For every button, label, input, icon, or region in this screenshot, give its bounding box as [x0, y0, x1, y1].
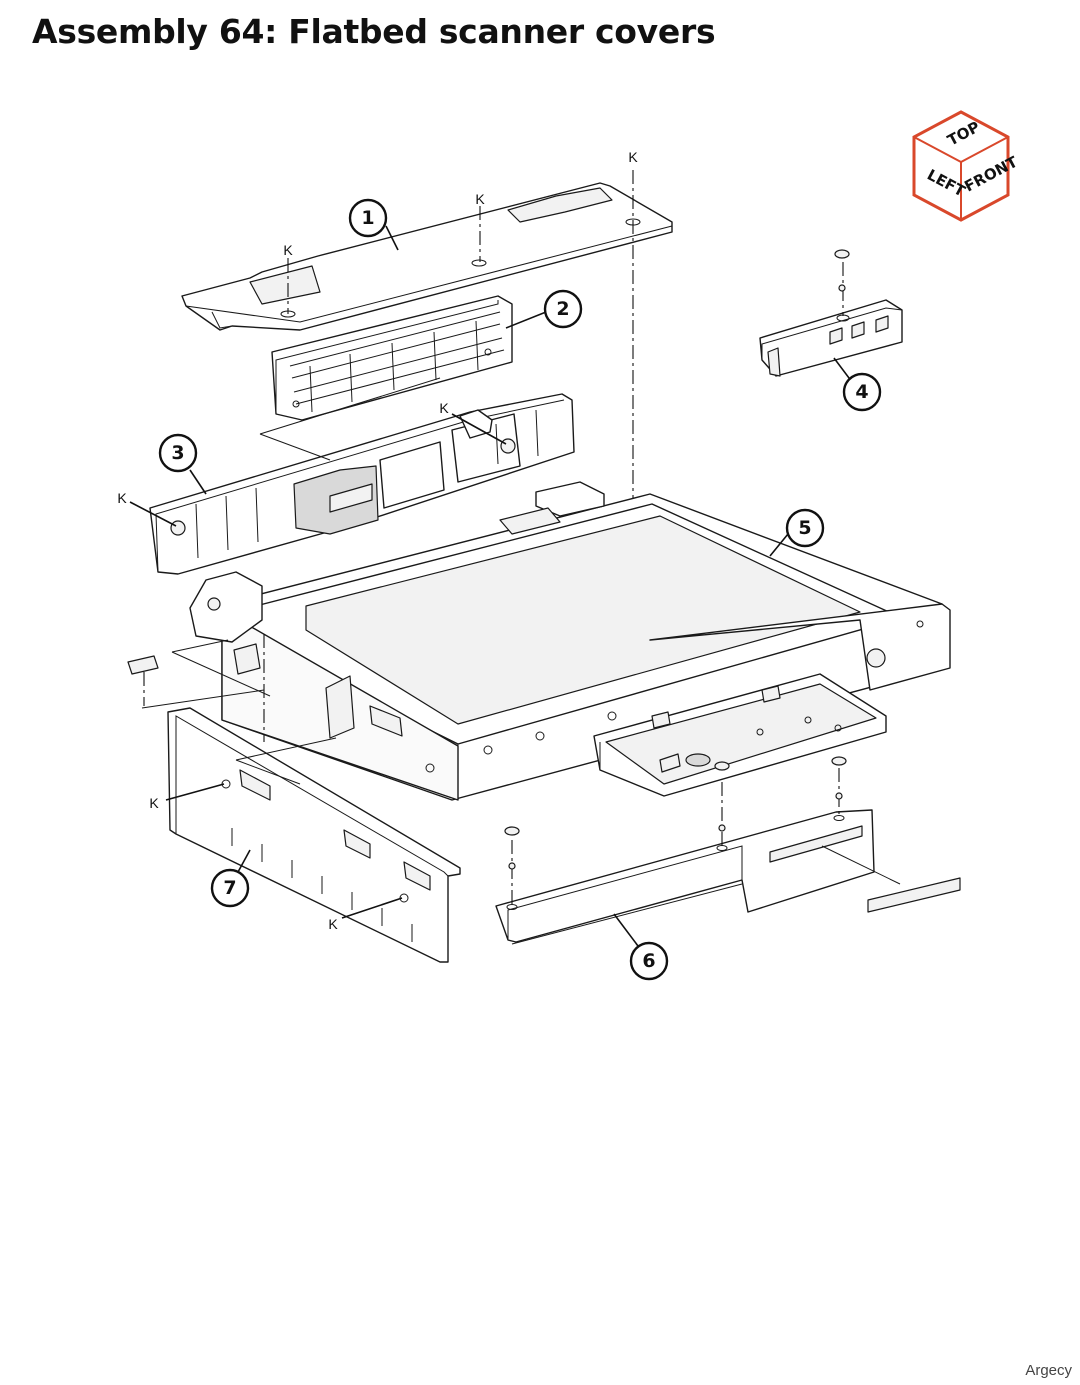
part-1-top-cover-plate: [181, 182, 673, 331]
part-4-small-bracket: [759, 249, 903, 377]
k-label-rail-right: K: [439, 400, 449, 416]
watermark: Argecy: [1025, 1362, 1072, 1379]
k-label-cover-left: K: [149, 795, 159, 811]
k-label-cover-right: K: [328, 916, 338, 932]
part-5-flatbed-frame: [189, 481, 951, 801]
page-title: Assembly 64: Flatbed scanner covers: [32, 12, 716, 51]
callout-4: 4: [842, 372, 882, 412]
callout-5: 5: [785, 508, 825, 548]
callout-4-label: 4: [855, 381, 868, 403]
callout-1-label: 1: [361, 207, 374, 229]
k-label-top-right: K: [628, 149, 638, 165]
k-label-rail-left: K: [117, 490, 127, 506]
leader-lines: [129, 225, 853, 947]
orientation-cube: TOP LEFT FRONT: [912, 110, 1021, 222]
callout-6-label: 6: [642, 950, 655, 972]
callout-2: 2: [543, 289, 583, 329]
part-6-front-lower-strip: [495, 756, 961, 945]
callout-6: 6: [629, 941, 669, 981]
callout-5-label: 5: [798, 517, 811, 539]
callout-2-label: 2: [556, 298, 569, 320]
part-7-front-side-cover: [127, 655, 461, 963]
callout-7-label: 7: [223, 877, 236, 899]
callout-3-label: 3: [171, 442, 184, 464]
callout-7: 7: [210, 868, 250, 908]
k-label-top-left: K: [283, 242, 293, 258]
callout-3: 3: [158, 433, 198, 473]
assembly-lines: [141, 170, 901, 885]
part-2-grille-panel: [271, 295, 513, 421]
part-3-rear-frame-rail: [149, 393, 575, 575]
callout-1: 1: [348, 198, 388, 238]
k-label-top-middle: K: [475, 191, 485, 207]
